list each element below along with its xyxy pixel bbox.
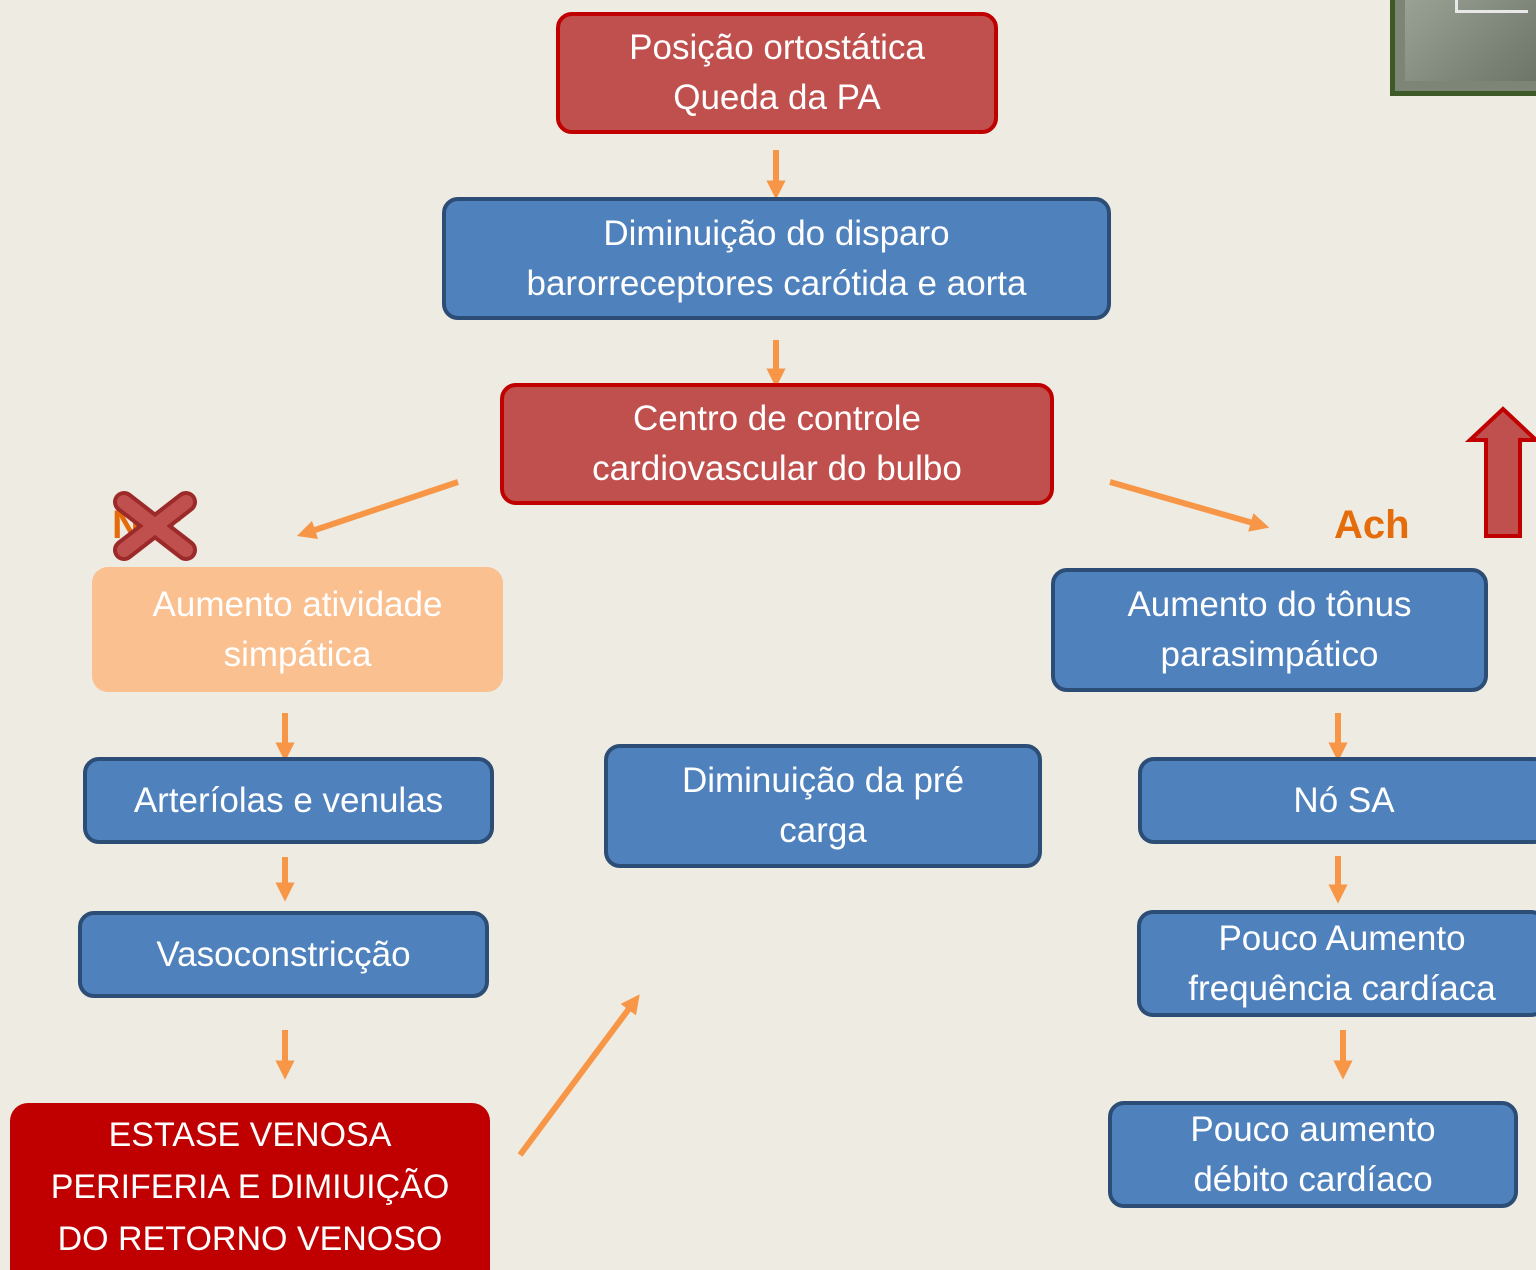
node-text: cardiovascular do bulbo bbox=[592, 449, 962, 488]
node-text: Vasoconstricção bbox=[156, 934, 411, 974]
node-text: Posição ortostática bbox=[629, 28, 925, 67]
node-text: Aumento do tônus bbox=[1127, 585, 1412, 624]
node-vasoconstriccao: Vasoconstricção bbox=[78, 911, 489, 998]
node-text: ESTASE VENOSA bbox=[108, 1115, 392, 1154]
node-text: DO RETORNO VENOSO bbox=[57, 1219, 443, 1258]
node-text: parasimpático bbox=[1160, 635, 1379, 674]
arrow-centro-to-parasimpatico bbox=[1109, 479, 1270, 532]
node-text: Diminuição do disparo bbox=[603, 213, 950, 253]
node-text: Arteríolas e venulas bbox=[133, 780, 444, 820]
node-diminuicao-disparo: Diminuição do disparo barorreceptores ca… bbox=[442, 197, 1111, 320]
node-text: Aumento atividade bbox=[152, 584, 443, 624]
node-text: PERIFERIA E DIMIUIÇÃO bbox=[50, 1167, 450, 1206]
arrow-centro-to-simpatica bbox=[296, 479, 459, 540]
node-arteriolas: Arteríolas e venulas bbox=[83, 757, 494, 844]
node-estase-venosa: ESTASE VENOSA PERIFERIA E DIMIUIÇÃO DO R… bbox=[10, 1103, 490, 1270]
node-aumento-simpatica: Aumento atividade simpática bbox=[92, 567, 503, 692]
label-sympathetic-neurotransmitter: Nor bbox=[112, 503, 181, 547]
node-text: Queda da PA bbox=[673, 78, 881, 117]
node-text: Diminuição da pré bbox=[681, 761, 965, 800]
node-pouco-aumento-frequencia: Pouco Aumento frequência cardíaca bbox=[1137, 910, 1536, 1017]
arrow-estase-to-precarga bbox=[517, 994, 640, 1157]
node-text: carga bbox=[779, 811, 867, 850]
label-ach: Ach bbox=[1334, 503, 1410, 547]
node-text: frequência cardíaca bbox=[1188, 968, 1496, 1008]
node-text: débito cardíaco bbox=[1193, 1159, 1433, 1199]
node-posicao-ortostatica: Posição ortostática Queda da PA bbox=[556, 12, 998, 134]
node-text: Pouco Aumento bbox=[1218, 918, 1466, 958]
node-text: Pouco aumento bbox=[1190, 1109, 1436, 1149]
node-diminuicao-pre-carga: Diminuição da pré carga bbox=[604, 744, 1042, 868]
node-text: Centro de controle bbox=[633, 399, 921, 438]
corner-image bbox=[1390, 0, 1536, 96]
node-pouco-aumento-debito: Pouco aumento débito cardíaco bbox=[1108, 1101, 1518, 1208]
node-text: barorreceptores carótida e aorta bbox=[526, 263, 1027, 303]
node-text: Nó SA bbox=[1293, 780, 1395, 820]
node-text: simpática bbox=[223, 634, 372, 674]
node-centro-controle: Centro de controle cardiovascular do bul… bbox=[500, 383, 1054, 505]
node-aumento-parasimpatico: Aumento do tônus parasimpático bbox=[1051, 568, 1488, 692]
node-no-sa: Nó SA bbox=[1138, 757, 1536, 844]
